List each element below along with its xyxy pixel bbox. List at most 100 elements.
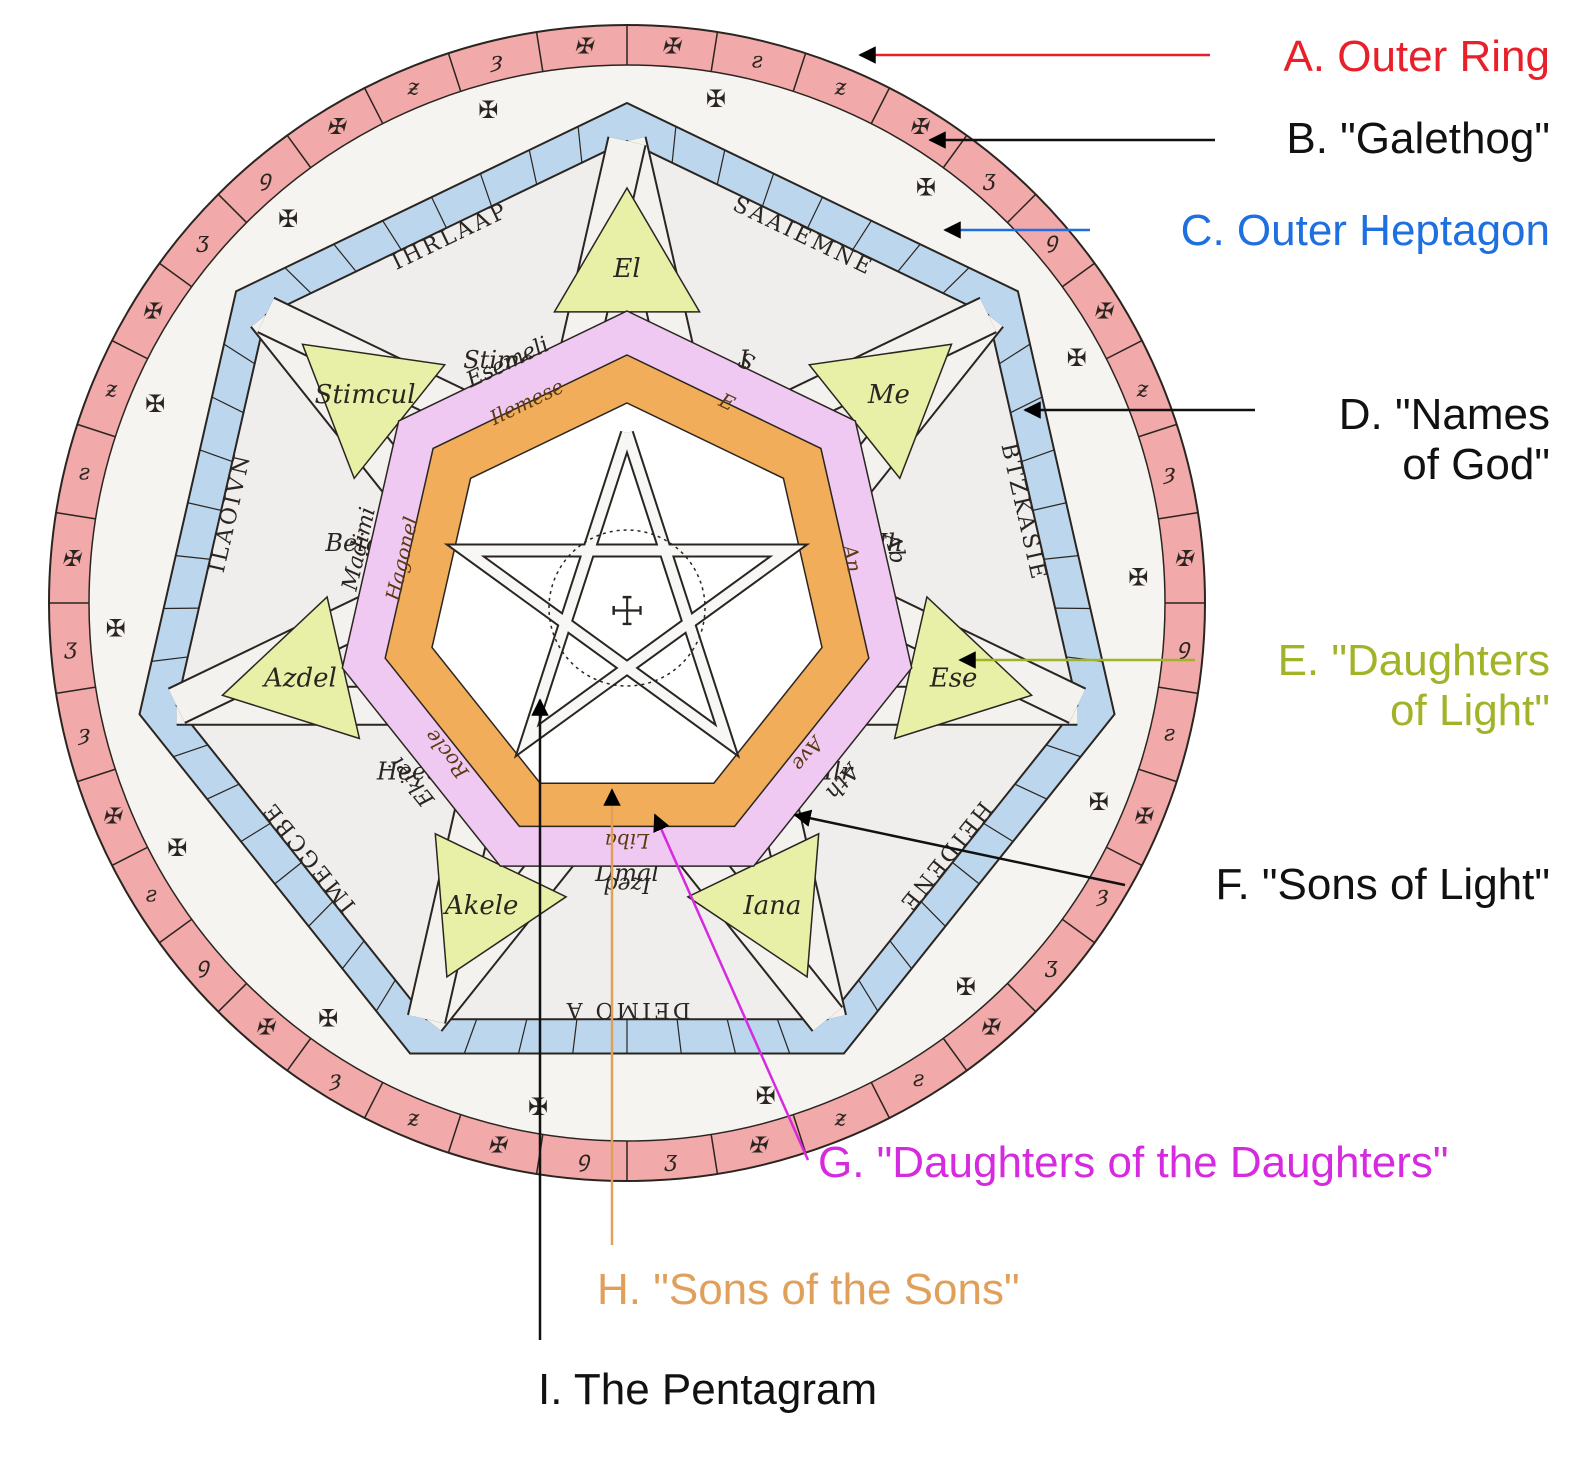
heptagon-cell-divider: [671, 126, 677, 163]
galethog-cross: ✠: [1089, 788, 1109, 816]
outer-ring-divider: [792, 53, 807, 92]
outer-ring-divider: [1138, 423, 1177, 438]
outer-ring-glyph: ✠: [748, 1134, 769, 1159]
outer-ring-divider: [1158, 511, 1199, 520]
outer-ring-glyph: ✠: [62, 547, 83, 572]
outer-ring-glyph: ƨ: [1164, 721, 1175, 746]
heptagon-cell-divider: [920, 901, 946, 927]
outer-ring-glyph: ʒ: [195, 229, 209, 254]
outer-ring-glyph: ʒ: [1044, 953, 1058, 978]
daughters-of-light-name: Stimcul: [315, 380, 416, 410]
outer-ring-divider: [77, 768, 116, 783]
outer-ring-divider: [535, 31, 544, 72]
heptagon-cell-divider: [1043, 555, 1079, 560]
daughters-of-light-name: Iana: [742, 891, 801, 921]
outer-ring-glyph: ꝯ: [1177, 635, 1191, 660]
outer-ring-glyph: ȝ: [329, 1067, 342, 1092]
heptagon-cell-divider: [517, 1019, 528, 1054]
daughters-of-light-name: Azdel: [262, 664, 337, 694]
galethog-cross: ✠: [528, 1093, 548, 1121]
outer-ring-divider: [111, 339, 148, 360]
outer-ring-glyph: ✠: [980, 1015, 1001, 1040]
galethog-cross: ✠: [706, 85, 726, 113]
outer-ring-divider: [158, 262, 193, 288]
outer-ring-divider: [1006, 193, 1037, 224]
daughters-of-light-name: Ese: [929, 664, 978, 694]
outer-ring-divider: [942, 1037, 968, 1072]
outer-ring-divider: [1158, 686, 1199, 695]
outer-ring-glyph: ʒ: [64, 635, 78, 660]
galethog-cross: ✠: [1128, 563, 1148, 591]
outer-ring-glyph: ƶ: [407, 1107, 420, 1132]
heptagon-cell-divider: [206, 783, 240, 800]
heptagon-cell-divider: [240, 822, 271, 842]
heptagon-cell-divider: [858, 979, 879, 1012]
outer-ring-glyph: ✠: [1133, 805, 1154, 830]
outer-ring-glyph: ƨ: [79, 461, 90, 486]
heptagon-cell-divider: [284, 267, 312, 294]
galethog-cross: ✠: [1067, 344, 1087, 372]
heptagon-cell-divider: [572, 1019, 578, 1054]
heptagon-cell-divider: [211, 396, 244, 414]
outer-ring-divider: [870, 1082, 891, 1119]
outer-ring-glyph: ʒ: [982, 167, 996, 192]
outer-ring-divider: [710, 31, 719, 72]
heptagon-cell-divider: [463, 1019, 478, 1054]
galethog-cross: ✠: [956, 973, 976, 1001]
outer-ring-glyph: ʒ: [664, 1147, 678, 1172]
daughters-of-light-name: Akele: [443, 891, 519, 921]
outer-ring-glyph: ƨ: [146, 883, 157, 908]
leader-sons-of-light: [793, 809, 1126, 887]
heptagon-cell-divider: [761, 173, 775, 207]
label-outer-ring: A. Outer Ring: [1283, 32, 1550, 81]
outer-ring-divider: [111, 846, 148, 867]
heptagon-cell-divider: [341, 940, 365, 970]
outer-ring-glyph: ꝯ: [1045, 229, 1059, 254]
label-daughters-of-light-line1: E. "Daughters: [1277, 636, 1550, 685]
label-outer-heptagon: C. Outer Heptagon: [1180, 206, 1550, 255]
outer-ring-glyph: ƶ: [1136, 377, 1149, 402]
galethog-cross: ✠: [916, 173, 936, 201]
heptagon-cell-divider: [726, 1019, 737, 1054]
heptagon-cell-divider: [1021, 449, 1055, 463]
outer-ring-glyph: ✠: [662, 35, 683, 60]
outer-ring-divider: [77, 423, 116, 438]
outer-ring-glyph: ƶ: [407, 75, 420, 100]
outer-ring-divider: [1138, 768, 1177, 783]
heptagon-cell-divider: [308, 901, 334, 927]
outer-ring-glyph: ✠: [1174, 547, 1195, 572]
outer-ring-glyph: ƶ: [105, 377, 118, 402]
outer-ring-divider: [1106, 339, 1143, 360]
outer-ring-glyph: ✠: [574, 35, 595, 60]
label-galethog: B. "Galethog": [1286, 114, 1550, 163]
pentagram-inner-circle: [548, 529, 706, 687]
heptagon-cell-divider: [897, 243, 921, 272]
heptagon-cell-divider: [187, 502, 222, 511]
heptagon-cell-divider: [807, 196, 823, 229]
outer-ring-glyph: ✠: [488, 1134, 509, 1159]
leader-lines: [531, 46, 1255, 1340]
heptagon-cell-divider: [151, 656, 188, 662]
outer-ring-glyph: ꝯ: [577, 1147, 591, 1172]
heptagon-cell-divider: [942, 267, 970, 294]
outer-ring-glyph: ✠: [255, 1015, 276, 1040]
heptagon-cell-divider: [1045, 744, 1081, 758]
heptagon-cell-divider: [333, 243, 357, 272]
heptagon-cell-divider: [889, 940, 913, 970]
pentagram: [449, 431, 805, 754]
label-names-of-god-line2: of God": [1402, 440, 1550, 489]
heptagon-cell-divider: [173, 744, 209, 758]
heptagon-cell-divider: [983, 822, 1014, 842]
outer-ring-glyph: ȝ: [1163, 461, 1176, 486]
sons-of-light-name: I: [738, 346, 749, 374]
heptagon-cell-divider: [375, 979, 396, 1012]
outer-ring-divider: [286, 134, 312, 169]
heptagon-cell-divider: [776, 1019, 791, 1054]
outer-ring-glyph: ƨ: [752, 48, 763, 73]
outer-ring-glyph: ꝯ: [196, 953, 210, 978]
outer-ring-divider: [286, 1037, 312, 1072]
outer-ring-divider: [1106, 846, 1143, 867]
outer-ring-divider: [447, 53, 462, 92]
